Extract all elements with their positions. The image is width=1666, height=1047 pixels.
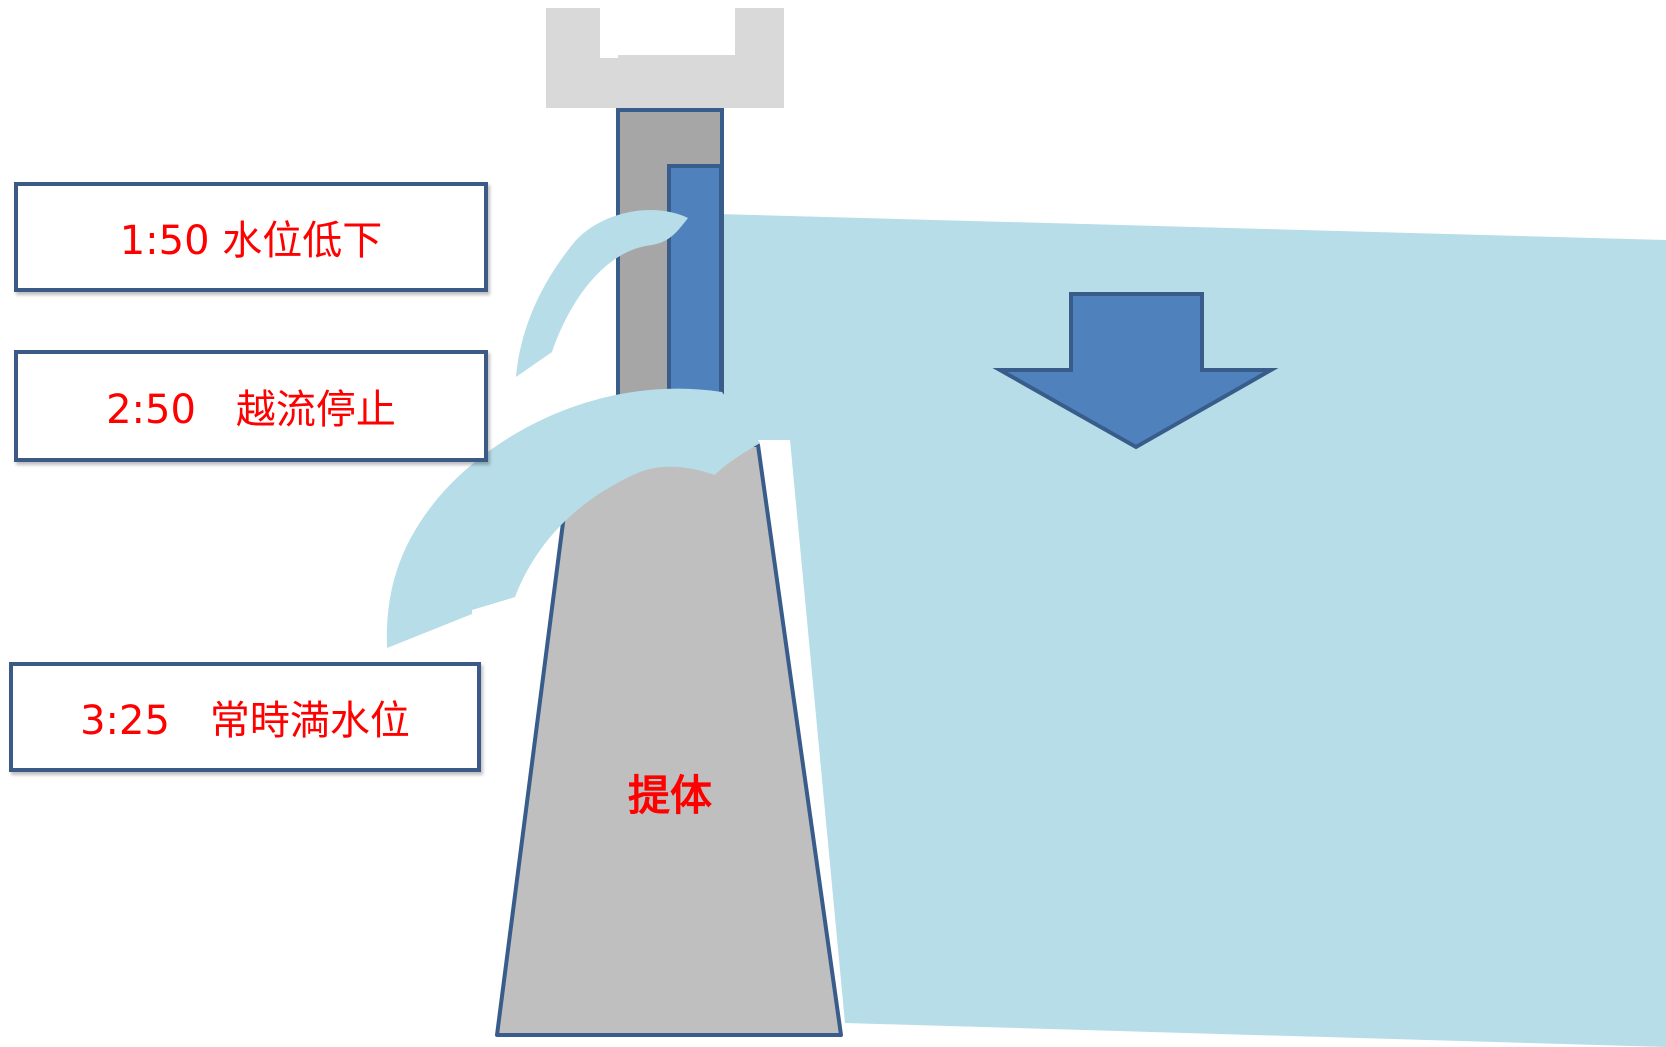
label-overflow-stop: 2:50 越流停止	[106, 387, 396, 433]
overflow-jet-large	[386, 388, 760, 648]
label-box-normal-level: 3:25 常時満水位	[9, 662, 481, 772]
label-box-overflow-stop: 2:50 越流停止	[14, 350, 488, 462]
label-normal-level: 3:25 常時満水位	[80, 698, 410, 744]
label-water-drop: 1:50 水位低下	[119, 218, 383, 264]
overflow-jet-small	[516, 210, 688, 377]
reservoir-water	[718, 214, 1666, 1047]
label-box-water-drop: 1:50 水位低下	[14, 182, 488, 292]
dam-body-label: 提体	[627, 771, 712, 820]
gate-hoist	[546, 8, 784, 108]
water-level-down-arrow	[992, 292, 1279, 450]
